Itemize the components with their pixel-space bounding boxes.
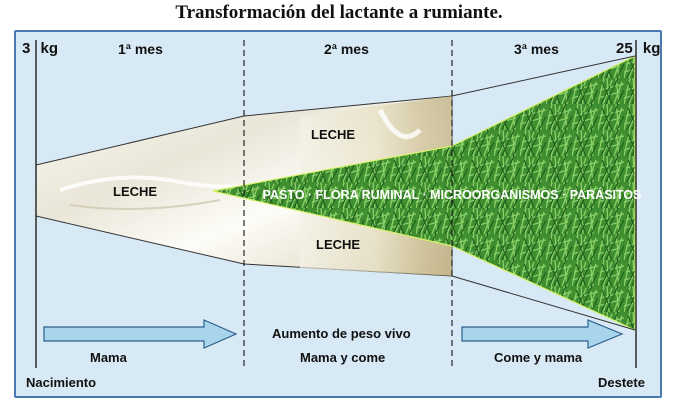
birth-label: Nacimiento <box>26 375 97 390</box>
milk-label-left: LECHE <box>113 184 158 199</box>
end-weight: 25 kg <box>616 40 661 57</box>
month-2-label: 2ª mes <box>324 41 369 57</box>
start-weight: 3 kg <box>22 40 59 57</box>
grass-cone <box>212 55 636 331</box>
weaning-label: Destete <box>598 375 645 390</box>
diagram-title: Transformación del lactante a rumiante. <box>175 2 503 23</box>
month-3-label: 3ª mes <box>514 41 559 57</box>
progress-arrow-icon <box>43 319 238 349</box>
phase-1-label: Mama <box>90 350 127 365</box>
milk-label-bottom: LECHE <box>316 237 361 252</box>
milk-label-top: LECHE <box>311 127 356 142</box>
rumen-label: PASTO · FLORA RUMINAL · MICROORGANISMOS … <box>263 187 642 202</box>
month-1-label: 1ª mes <box>118 41 163 57</box>
phase-3-label: Come y mama <box>494 350 583 365</box>
phase-2-label: Mama y come <box>300 350 386 365</box>
weight-gain-caption: Aumento de peso vivo <box>272 326 411 341</box>
progress-arrow-icon <box>461 319 624 349</box>
